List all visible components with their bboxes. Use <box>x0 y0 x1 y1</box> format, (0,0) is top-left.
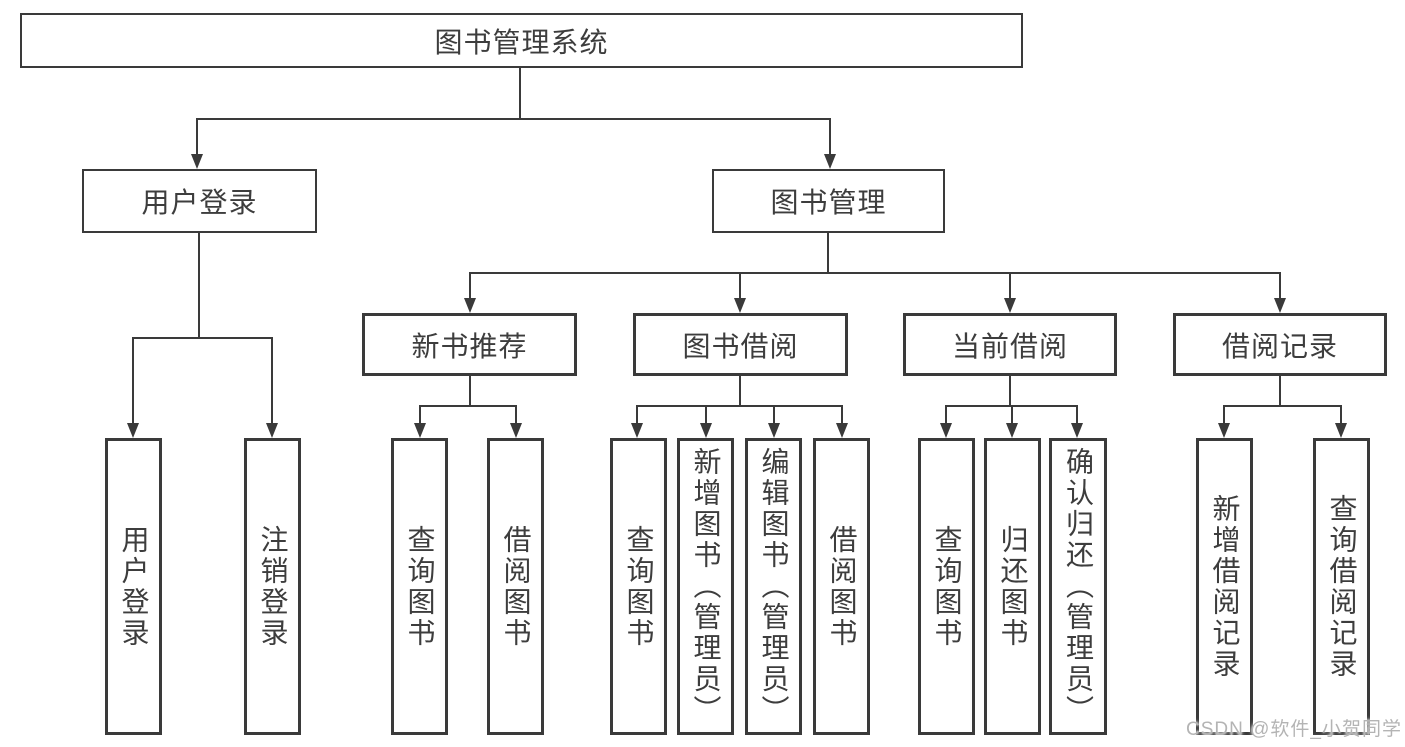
leaf-logout: 注销登录 <box>244 438 301 735</box>
connector-line <box>705 405 707 423</box>
leaf-query-books-1: 查询图书 <box>391 438 448 735</box>
leaf-confirm-return-admin: 确认归还（管理员） <box>1049 438 1107 735</box>
arrow-down-icon <box>510 423 522 438</box>
leaf-user-login: 用户登录 <box>105 438 162 735</box>
arrow-down-icon <box>824 154 836 169</box>
connector-line <box>196 118 831 120</box>
leaf-borrow-books-1-label: 借阅图书 <box>500 524 532 649</box>
connector-line <box>271 337 273 423</box>
leaf-query-borrow-record: 查询借阅记录 <box>1313 438 1370 735</box>
leaf-confirm-return-admin-label: 确认归还（管理员） <box>1063 447 1094 726</box>
node-borrowing-records: 借阅记录 <box>1173 313 1387 376</box>
arrow-down-icon <box>1274 298 1286 313</box>
connector-line <box>829 118 831 155</box>
leaf-add-borrow-record: 新增借阅记录 <box>1196 438 1253 735</box>
leaf-edit-books-admin: 编辑图书（管理员） <box>745 438 802 735</box>
connector-line <box>519 68 521 118</box>
arrow-down-icon <box>700 423 712 438</box>
node-root: 图书管理系统 <box>20 13 1023 68</box>
arrow-down-icon <box>1071 423 1083 438</box>
connector-line <box>198 233 200 337</box>
leaf-add-borrow-record-label: 新增借阅记录 <box>1209 493 1241 680</box>
leaf-borrow-books-1: 借阅图书 <box>487 438 544 735</box>
node-root-label: 图书管理系统 <box>434 26 609 58</box>
leaf-add-books-admin-label: 新增图书（管理员） <box>690 447 722 726</box>
connector-line <box>827 233 829 272</box>
arrow-down-icon <box>191 154 203 169</box>
connector-line <box>636 405 638 423</box>
leaf-add-books-admin: 新增图书（管理员） <box>677 438 734 735</box>
node-current-borrowing: 当前借阅 <box>903 313 1117 376</box>
arrow-down-icon <box>1218 423 1230 438</box>
connector-line <box>841 405 843 423</box>
arrow-down-icon <box>414 423 426 438</box>
connector-line <box>1279 272 1281 299</box>
leaf-borrow-books-2: 借阅图书 <box>813 438 870 735</box>
connector-line <box>196 118 198 155</box>
connector-line <box>945 405 947 423</box>
arrow-down-icon <box>734 298 746 313</box>
connector-line <box>773 405 775 423</box>
arrow-down-icon <box>1006 423 1018 438</box>
connector-line <box>419 405 517 407</box>
node-new-book-recommend: 新书推荐 <box>362 313 577 376</box>
connector-line <box>739 376 741 405</box>
connector-line <box>739 272 741 299</box>
leaf-return-books-label: 归还图书 <box>997 524 1029 649</box>
leaf-logout-label: 注销登录 <box>257 524 289 649</box>
leaf-borrow-books-2-label: 借阅图书 <box>826 524 858 649</box>
connector-line <box>1076 405 1078 423</box>
connector-line <box>419 405 421 423</box>
node-book-borrowing-label: 图书借阅 <box>682 330 799 362</box>
connector-line <box>1340 405 1342 423</box>
connector-line <box>1223 405 1225 423</box>
connector-line <box>1223 405 1342 407</box>
arrow-down-icon <box>940 423 952 438</box>
arrow-down-icon <box>1004 298 1016 313</box>
arrow-down-icon <box>266 423 278 438</box>
node-book-management-label: 图书管理 <box>770 187 887 218</box>
leaf-edit-books-admin-label: 编辑图书（管理员） <box>758 447 790 726</box>
connector-line <box>515 405 517 423</box>
arrow-down-icon <box>464 298 476 313</box>
arrow-down-icon <box>836 423 848 438</box>
node-user-login: 用户登录 <box>82 169 317 233</box>
leaf-query-books-2: 查询图书 <box>610 438 667 735</box>
connector-line <box>1279 376 1281 405</box>
leaf-return-books: 归还图书 <box>984 438 1041 735</box>
leaf-query-books-1-label: 查询图书 <box>404 524 436 649</box>
leaf-query-books-3-label: 查询图书 <box>931 524 963 649</box>
arrow-down-icon <box>768 423 780 438</box>
connector-line <box>469 376 471 405</box>
connector-line <box>132 337 134 423</box>
leaf-query-borrow-record-label: 查询借阅记录 <box>1326 493 1358 680</box>
watermark: CSDN @软件_小贺同学 <box>1186 719 1402 740</box>
node-book-borrowing: 图书借阅 <box>633 313 848 376</box>
leaf-query-books-3: 查询图书 <box>918 438 975 735</box>
connector-line <box>1009 272 1011 299</box>
node-new-book-recommend-label: 新书推荐 <box>411 330 528 362</box>
connector-line <box>1011 405 1013 423</box>
arrow-down-icon <box>631 423 643 438</box>
arrow-down-icon <box>127 423 139 438</box>
connector-line <box>469 272 1281 274</box>
arrow-down-icon <box>1335 423 1347 438</box>
node-current-borrowing-label: 当前借阅 <box>951 330 1068 362</box>
node-book-management: 图书管理 <box>712 169 945 233</box>
leaf-query-books-2-label: 查询图书 <box>623 524 655 649</box>
leaf-user-login-label: 用户登录 <box>118 524 150 649</box>
connector-line <box>469 272 471 299</box>
node-borrowing-records-label: 借阅记录 <box>1221 330 1338 362</box>
connector-line <box>1009 376 1011 405</box>
node-user-login-label: 用户登录 <box>141 187 258 218</box>
connector-line <box>636 405 843 407</box>
connector-line <box>132 337 273 339</box>
